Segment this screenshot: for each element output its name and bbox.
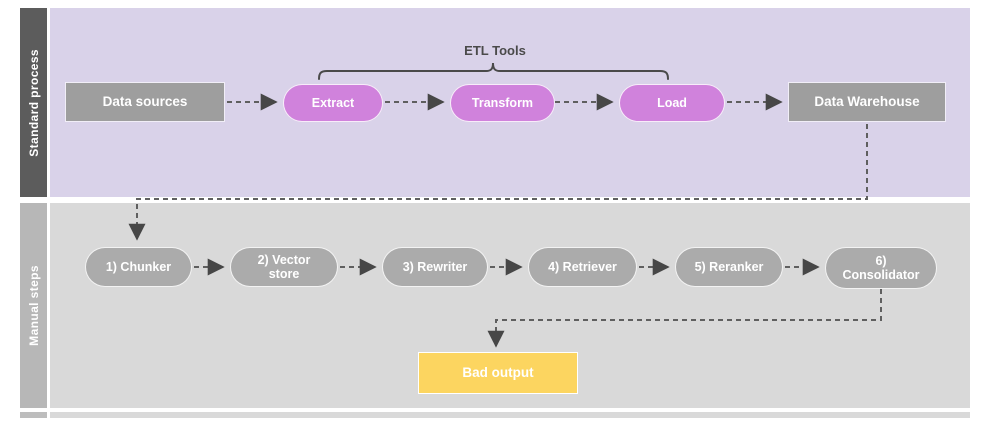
node-rewriter: 3) Rewriter xyxy=(382,247,488,287)
etl-tools-label: ETL Tools xyxy=(464,43,526,58)
node-load: Load xyxy=(619,84,725,122)
lane-label-manual-steps: Manual steps xyxy=(26,265,41,346)
lane-header-manual-steps: Manual steps xyxy=(20,203,47,408)
node-extract: Extract xyxy=(283,84,383,122)
lane-sliver-body xyxy=(50,412,970,418)
node-transform: Transform xyxy=(450,84,555,122)
node-reranker: 5) Reranker xyxy=(675,247,783,287)
lane-sliver-header xyxy=(20,412,47,418)
node-consolidator: 6) Consolidator xyxy=(825,247,937,289)
lane-label-standard-process: Standard process xyxy=(26,48,41,157)
node-chunker: 1) Chunker xyxy=(85,247,192,287)
lane-header-standard-process: Standard process xyxy=(20,8,47,197)
node-data-warehouse: Data Warehouse xyxy=(788,82,946,122)
node-bad-output: Bad output xyxy=(418,352,578,394)
node-data-sources: Data sources xyxy=(65,82,225,122)
node-retriever: 4) Retriever xyxy=(528,247,637,287)
node-vector-store: 2) Vector store xyxy=(230,247,338,287)
